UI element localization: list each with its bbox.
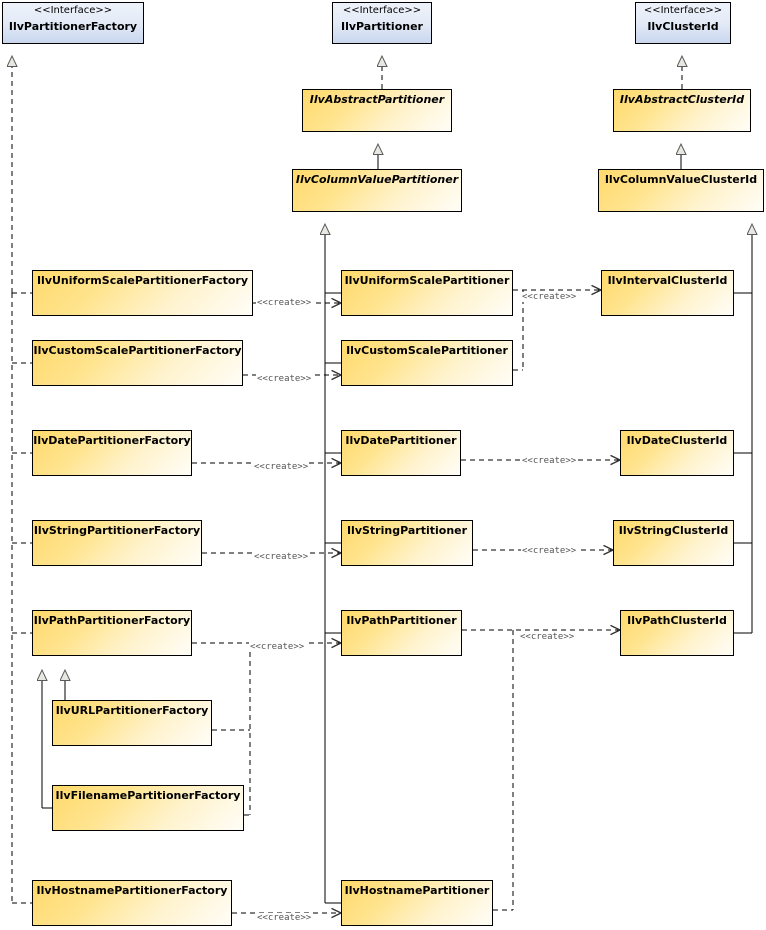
node-ilvstringpartitionerfactory[interactable]: IlvStringPartitionerFactory [32,520,202,566]
node-ilvhostnamepartitioner[interactable]: IlvHostnamePartitioner [341,880,493,926]
edge-label-create: <<create>> [256,913,313,923]
node-ilvstringpartitioner[interactable]: IlvStringPartitioner [341,520,473,566]
realization-factories-to-partitionerfactory [12,56,32,904]
node-ilvcolumnvalueclusterid[interactable]: IlvColumnValueClusterId [598,169,764,212]
node-ilvdateclusterid[interactable]: IlvDateClusterId [620,430,734,476]
edge-label-create: <<create>> [249,642,306,652]
class-name-label: IlvDatePartitioner [345,434,457,447]
node-ilvurlpartitionerfactory[interactable]: IlvURLPartitionerFactory [52,700,212,746]
generalization-partitioners-to-columnvaluepartitioner [325,224,341,904]
node-ilvuniformscalepartitionerfactory[interactable]: IlvUniformScalePartitionerFactory [32,270,253,316]
node-ilvabstractpartitioner[interactable]: IlvAbstractPartitioner [302,89,452,132]
stereotype-label: <<Interface>> [643,5,723,16]
class-name-label: IlvStringPartitioner [346,524,468,537]
edge-label-create: <<create>> [256,298,313,308]
edge-label-create: <<create>> [521,456,578,466]
node-ilvpartitionerfactory[interactable]: <<Interface>> IlvPartitionerFactory [2,2,144,44]
node-ilvfilenamepartitionerfactory[interactable]: IlvFilenamePartitionerFactory [52,785,244,831]
node-ilvuniformscalepartitioner[interactable]: IlvUniformScalePartitioner [341,270,513,316]
class-name-label: IlvCustomScalePartitioner [346,344,508,357]
class-name-label: IlvPartitionerFactory [8,20,138,33]
edge-label-create: <<create>> [519,632,576,642]
node-ilvdatepartitioner[interactable]: IlvDatePartitioner [341,430,461,476]
node-ilvpartitioner[interactable]: <<Interface>> IlvPartitioner [332,2,432,44]
class-name-label: IlvClusterId [647,20,719,33]
class-name-label: IlvHostnamePartitionerFactory [36,884,228,897]
class-name-label: IlvDatePartitionerFactory [33,434,191,447]
node-ilvhostnamepartitionerfactory[interactable]: IlvHostnamePartitionerFactory [32,880,232,926]
edge-label-create: <<create>> [521,546,578,556]
node-ilvstringclusterid[interactable]: IlvStringClusterId [613,520,734,566]
class-name-label: IlvStringPartitionerFactory [33,524,201,537]
node-ilvabstractclusterid[interactable]: IlvAbstractClusterId [613,89,751,132]
edge-label-create: <<create>> [253,552,310,562]
class-name-label: IlvUniformScalePartitioner [344,274,510,287]
dependency-path-hostname-to-pathclusterid [462,630,620,911]
class-name-label: IlvPartitioner [341,20,423,33]
stereotype-label: <<Interface>> [33,5,113,16]
node-ilvclusterid[interactable]: <<Interface>> IlvClusterId [635,2,731,44]
generalization-clusterids-to-columnvalueclusterid [734,224,752,634]
edge-label-create: <<create>> [253,462,310,472]
class-name-label: IlvStringClusterId [618,524,729,537]
stereotype-label: <<Interface>> [342,5,422,16]
class-name-label: IlvURLPartitionerFactory [55,704,209,717]
class-name-label: IlvPathClusterId [627,614,727,627]
node-ilvcolumnvaluepartitioner[interactable]: IlvColumnValuePartitioner [292,169,462,212]
class-name-label: IlvCustomScalePartitionerFactory [33,344,242,357]
edge-label-create: <<create>> [521,292,578,302]
class-name-label: IlvIntervalClusterId [607,274,728,287]
class-name-label: IlvColumnValueClusterId [604,173,758,186]
dependency-uniform-custom-to-intervalclusterid [513,290,601,371]
class-name-label: IlvHostnamePartitioner [344,884,490,897]
class-name-label: IlvPathPartitioner [346,614,457,627]
edge-label-create: <<create>> [256,374,313,384]
class-name-label: IlvAbstractPartitioner [309,93,445,106]
class-name-label: IlvFilenamePartitionerFactory [55,789,241,802]
class-name-label: IlvAbstractClusterId [619,93,745,106]
node-ilvpathclusterid[interactable]: IlvPathClusterId [620,610,734,656]
class-name-label: IlvUniformScalePartitionerFactory [36,274,249,287]
node-ilvcustomscalepartitionerfactory[interactable]: IlvCustomScalePartitionerFactory [32,340,243,386]
class-name-label: IlvPathPartitionerFactory [33,614,191,627]
node-ilvpathpartitionerfactory[interactable]: IlvPathPartitionerFactory [32,610,192,656]
node-ilvcustomscalepartitioner[interactable]: IlvCustomScalePartitioner [341,340,513,386]
node-ilvintervalclusterid[interactable]: IlvIntervalClusterId [601,270,734,316]
class-name-label: IlvColumnValuePartitioner [295,173,459,186]
class-name-label: IlvDateClusterId [626,434,728,447]
node-ilvpathpartitioner[interactable]: IlvPathPartitioner [341,610,462,656]
node-ilvdatepartitionerfactory[interactable]: IlvDatePartitionerFactory [32,430,192,476]
